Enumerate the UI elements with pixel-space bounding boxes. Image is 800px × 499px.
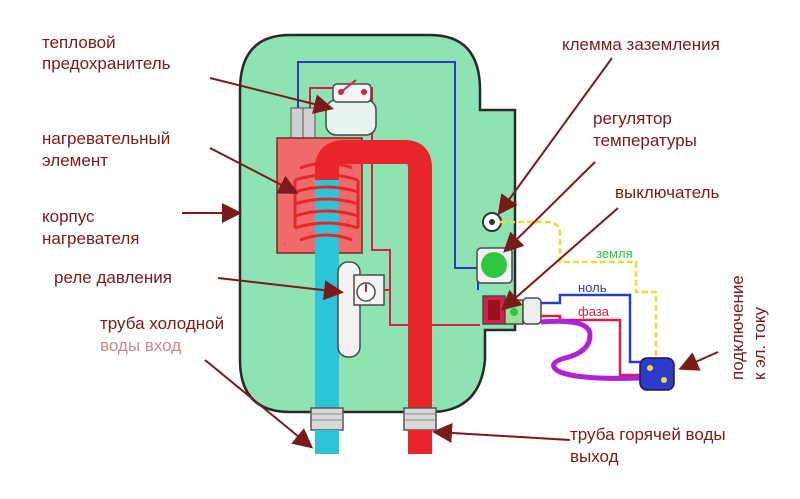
wire-label-neutral: ноль: [578, 280, 607, 295]
phase-wire: [541, 314, 648, 377]
arrow-ground-terminal: [497, 57, 613, 216]
ground-wire: [500, 220, 658, 360]
label-pressure-relay: реле давления: [54, 268, 172, 287]
plug-cable: [540, 318, 641, 381]
label-hot-pipe-2: выход: [570, 447, 619, 466]
label-thermal-fuse-1: тепловой: [42, 33, 116, 52]
label-cold-pipe-1: труба холодной: [100, 314, 225, 333]
label-hot-pipe-1: труба горячей воды: [570, 425, 726, 444]
arrow-heating-element: [209, 147, 299, 194]
cable-connector: [522, 297, 542, 325]
label-power-connection-1: подключение: [728, 275, 747, 380]
label-cold-pipe-2: воды вход: [100, 336, 182, 355]
arrow-hot-pipe: [432, 422, 571, 443]
ground-terminal: [482, 212, 502, 232]
power-plug: [639, 357, 675, 391]
arrow-switch: [500, 207, 619, 311]
hot-pipe-fitting: [403, 407, 437, 454]
cold-pipe-fitting: [310, 407, 344, 454]
label-temp-regulator-2: температуры: [593, 131, 697, 150]
label-switch: выключатель: [615, 183, 720, 202]
hot-water-pipe: [315, 140, 432, 415]
wire-label-phase: фаза: [578, 304, 609, 319]
arrow-power-connection: [678, 351, 719, 371]
label-ground-terminal: клемма заземления: [562, 35, 720, 54]
wire-label-ground: земля: [596, 246, 633, 261]
label-heating-element-1: нагревательный: [42, 129, 171, 148]
label-heater-body-2: нагревателя: [42, 229, 140, 248]
arrow-temp-regulator: [503, 161, 596, 253]
label-thermal-fuse-2: предохранитель: [42, 54, 171, 73]
thermal-fuse: [325, 79, 377, 136]
arrow-pressure-relay: [217, 277, 344, 301]
element-terminals: [290, 107, 316, 139]
arrow-thermal-fuse: [209, 77, 334, 114]
label-heater-body-1: корпус: [42, 207, 95, 226]
power-switch: [482, 295, 524, 325]
neutral-wire: [541, 293, 648, 364]
pointer-arrows: [182, 57, 719, 449]
label-temp-regulator-1: регулятор: [593, 109, 672, 128]
label-heating-element-2: элемент: [42, 151, 108, 170]
label-power-connection-2: к эл. току: [750, 306, 769, 380]
temperature-regulator: [476, 247, 513, 284]
arrow-cold-pipe: [204, 359, 314, 449]
